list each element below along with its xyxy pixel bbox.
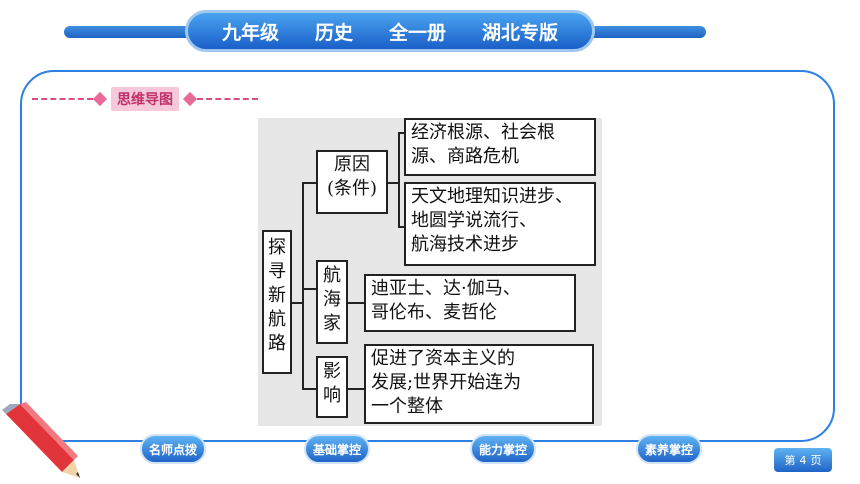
connector	[302, 288, 316, 290]
impact-detail-box: 促进了资本主义的 发展;世界开始连为 一个整体	[364, 344, 594, 424]
nav-basic-control-button[interactable]: 基础掌控	[304, 434, 370, 464]
impact-box: 影 响	[316, 356, 348, 418]
content-frame	[20, 70, 835, 442]
root-char: 路	[268, 333, 286, 354]
course-title: 九年级 历史 全一册 湖北专版	[185, 10, 595, 52]
tag-line-right	[197, 98, 258, 100]
mind-map: 探 寻 新 航 路 原因 (条件) 经济根源、社会根 源、商路危机 天文地理知识…	[258, 118, 602, 426]
nav-literacy-control-button[interactable]: 素养掌控	[636, 434, 702, 464]
page-number: 4	[799, 453, 807, 467]
connector	[302, 182, 316, 184]
detail-line: 一个整体	[371, 396, 443, 417]
connector	[292, 302, 302, 304]
page-indicator: 第 4 页	[774, 448, 832, 472]
connector	[348, 302, 364, 304]
causes-detail-box-1: 经济根源、社会根 源、商路危机	[404, 118, 596, 176]
detail-line: 发展;世界开始连为	[371, 372, 522, 393]
detail-line: 哥伦布、麦哲伦	[371, 302, 497, 323]
connector	[302, 182, 304, 388]
diamond-icon	[92, 91, 108, 107]
causes-box: 原因 (条件)	[316, 150, 388, 214]
root-char: 探	[268, 237, 286, 258]
connector	[398, 132, 404, 134]
impact-char: 影	[323, 361, 341, 382]
causes-label-line: 原因	[334, 154, 370, 175]
detail-line: 航海技术进步	[411, 234, 519, 255]
navigators-detail-box: 迪亚士、达·伽马、 哥伦布、麦哲伦	[364, 274, 576, 332]
navigators-box: 航 海 家	[316, 260, 348, 344]
diamond-icon	[182, 91, 198, 107]
tag-line-left	[32, 98, 93, 100]
page-prefix: 第	[784, 454, 796, 467]
root-char: 航	[268, 309, 286, 330]
connector	[398, 226, 404, 228]
connector	[388, 182, 398, 184]
page-suffix: 页	[810, 454, 822, 467]
root-box: 探 寻 新 航 路	[262, 230, 292, 374]
detail-line: 经济根源、社会根	[411, 122, 555, 143]
nav-ability-control-button[interactable]: 能力掌控	[470, 434, 536, 464]
navigators-char: 海	[323, 289, 341, 310]
pencil-icon	[2, 402, 80, 478]
edition-label: 湖北专版	[481, 21, 558, 44]
navigators-char: 家	[323, 313, 341, 334]
connector	[302, 388, 316, 390]
section-tag: 思维导图	[32, 87, 258, 111]
volume-label: 全一册	[388, 21, 446, 44]
detail-line: 地圆学说流行、	[411, 210, 537, 231]
subject-label: 历史	[314, 21, 353, 44]
detail-line: 天文地理知识进步、	[411, 186, 573, 207]
connector	[398, 132, 400, 228]
detail-line: 迪亚士、达·伽马、	[371, 278, 521, 299]
causes-detail-box-2: 天文地理知识进步、 地圆学说流行、 航海技术进步	[404, 182, 596, 266]
root-char: 新	[268, 285, 286, 306]
nav-teacher-tips-button[interactable]: 名师点拨	[140, 434, 206, 464]
detail-line: 源、商路危机	[411, 146, 519, 167]
grade-label: 九年级	[221, 21, 279, 44]
section-tag-label: 思维导图	[111, 87, 179, 111]
connector	[348, 388, 364, 390]
causes-label-line: (条件)	[326, 178, 378, 199]
detail-line: 促进了资本主义的	[371, 348, 515, 369]
root-char: 寻	[268, 261, 286, 282]
navigators-char: 航	[323, 265, 341, 286]
impact-char: 响	[323, 385, 341, 406]
